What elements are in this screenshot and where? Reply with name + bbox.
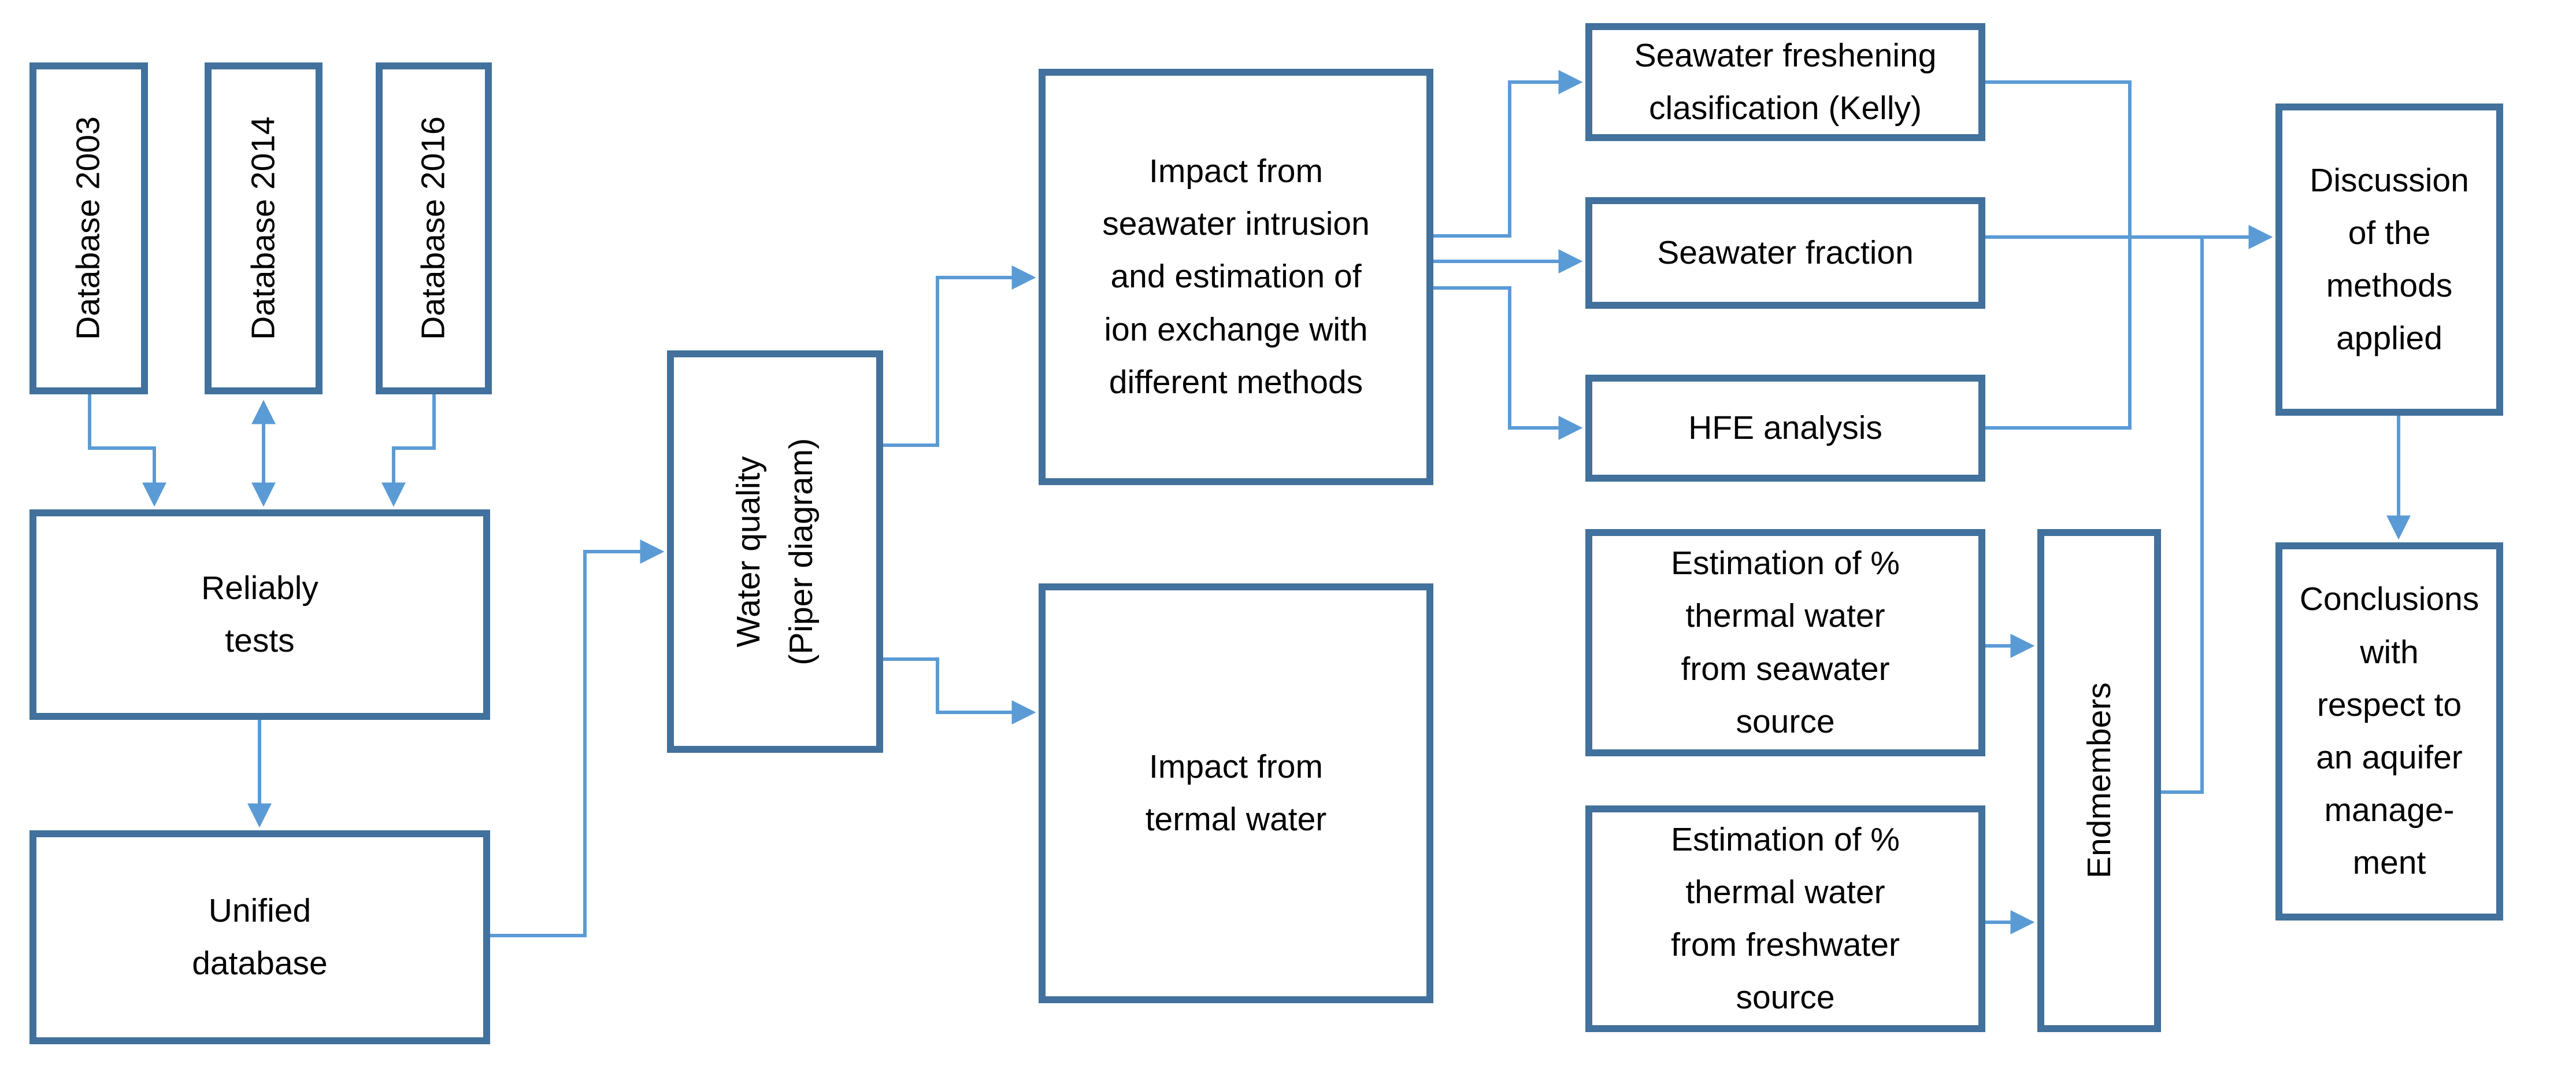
node-database-2016: Database 2016 bbox=[376, 62, 492, 394]
node-endmembers: Endmembers bbox=[2037, 529, 2161, 1032]
connector-impact-sea-hfe bbox=[1433, 286, 1583, 440]
connector-kelly-merge bbox=[1985, 80, 2132, 237]
node-label: HFE analysis bbox=[1688, 409, 1882, 446]
connector-waterq-impact-sea bbox=[883, 265, 1036, 447]
node-label: Conclusions with respect to an aquifer m… bbox=[2299, 581, 2479, 882]
node-database-2003: Database 2003 bbox=[29, 62, 148, 394]
node-label: Database 2014 bbox=[244, 116, 282, 341]
node-discussion-of-methods-applied: Discussion of the methods applied bbox=[2275, 103, 2503, 416]
node-label: Endmembers bbox=[2080, 682, 2118, 879]
node-label: Unified database bbox=[192, 892, 328, 982]
node-label: Impact from termal water bbox=[1145, 748, 1327, 838]
connector-hfe-merge bbox=[1985, 237, 2132, 430]
node-label: Water quality (Piper diagram) bbox=[729, 438, 820, 666]
node-impact-from-termal-water: Impact from termal water bbox=[1039, 583, 1433, 1003]
node-label: Database 2003 bbox=[69, 116, 107, 341]
node-estimation-thermal-water-seawater-source: Estimation of % thermal water from seawa… bbox=[1585, 529, 1985, 756]
connector-unified-waterq bbox=[490, 539, 665, 937]
node-label: Estimation of % thermal water from seawa… bbox=[1671, 545, 1900, 740]
connector-db2003-reliably bbox=[88, 394, 166, 507]
node-estimation-thermal-water-freshwater-source: Estimation of % thermal water from fresh… bbox=[1585, 805, 1985, 1032]
node-hfe-analysis: HFE analysis bbox=[1585, 375, 1985, 482]
node-label: Database 2016 bbox=[414, 116, 452, 341]
connector-waterq-impact-termal bbox=[883, 657, 1036, 724]
node-label: Discussion of the methods applied bbox=[2310, 161, 2469, 357]
node-seawater-fraction: Seawater fraction bbox=[1585, 197, 1985, 309]
node-seawater-freshening-clasification-kelly: Seawater freshening clasification (Kelly… bbox=[1585, 23, 1985, 141]
node-label: Seawater fraction bbox=[1657, 234, 1914, 271]
node-label: Seawater freshening clasification (Kelly… bbox=[1634, 36, 1937, 127]
connector-impact-sea-kelly bbox=[1433, 70, 1583, 238]
node-reliably-tests: Reliably tests bbox=[29, 509, 490, 720]
node-label: Impact from seawater intrusion and estim… bbox=[1102, 153, 1370, 401]
node-unified-database: Unified database bbox=[29, 830, 490, 1044]
node-conclusions-aquifer-management: Conclusions with respect to an aquifer m… bbox=[2275, 542, 2503, 921]
node-impact-from-seawater-intrusion: Impact from seawater intrusion and estim… bbox=[1039, 69, 1433, 485]
connector-endmembers-merge bbox=[2161, 239, 2204, 794]
node-water-quality-piper-diagram: Water quality (Piper diagram) bbox=[667, 350, 883, 753]
node-database-2014: Database 2014 bbox=[205, 62, 323, 394]
node-label: Reliably tests bbox=[201, 569, 318, 659]
connector-db2016-reliably bbox=[381, 394, 436, 507]
node-label: Estimation of % thermal water from fresh… bbox=[1671, 820, 1900, 1016]
